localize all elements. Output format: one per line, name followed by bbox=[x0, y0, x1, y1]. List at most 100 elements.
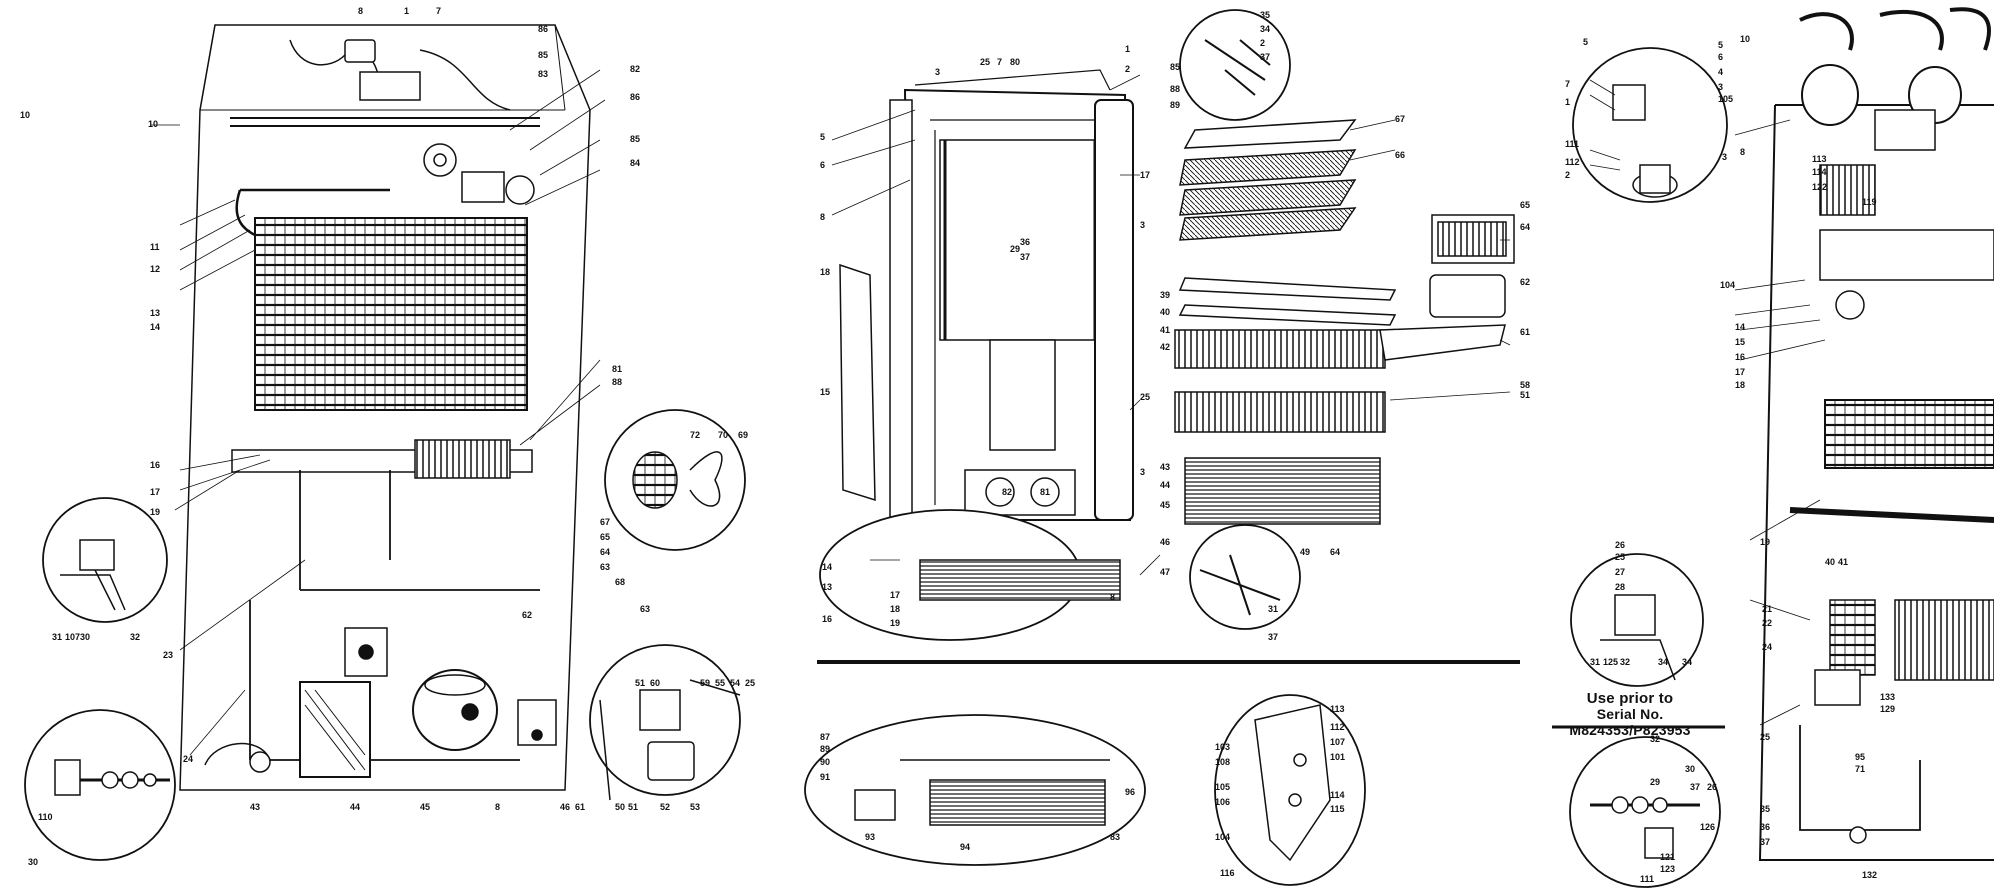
svg-text:85: 85 bbox=[1170, 62, 1180, 72]
svg-text:19: 19 bbox=[1760, 537, 1770, 547]
svg-text:123: 123 bbox=[1660, 864, 1675, 874]
svg-text:35: 35 bbox=[1260, 10, 1270, 20]
svg-text:34: 34 bbox=[1682, 657, 1692, 667]
svg-text:87: 87 bbox=[820, 732, 830, 742]
svg-text:3: 3 bbox=[1140, 220, 1145, 230]
svg-text:84: 84 bbox=[630, 158, 640, 168]
shelf-3 bbox=[1179, 179, 1357, 216]
svg-text:30: 30 bbox=[28, 857, 38, 867]
svg-text:112: 112 bbox=[1565, 157, 1580, 167]
svg-text:113: 113 bbox=[1812, 154, 1827, 164]
svg-text:3: 3 bbox=[935, 67, 940, 77]
svg-text:8: 8 bbox=[820, 212, 825, 222]
svg-text:2: 2 bbox=[1260, 38, 1265, 48]
svg-text:21: 21 bbox=[1762, 604, 1772, 614]
svg-text:14: 14 bbox=[1735, 322, 1745, 332]
svg-text:103: 103 bbox=[1215, 742, 1230, 752]
svg-text:52: 52 bbox=[660, 802, 670, 812]
svg-text:59: 59 bbox=[700, 678, 710, 688]
svg-text:51: 51 bbox=[635, 678, 645, 688]
svg-text:25: 25 bbox=[745, 678, 755, 688]
crisper-drawer-1 bbox=[1174, 329, 1386, 369]
svg-text:17: 17 bbox=[150, 487, 160, 497]
svg-text:80: 80 bbox=[1010, 57, 1020, 67]
svg-text:3: 3 bbox=[1722, 152, 1727, 162]
svg-text:37: 37 bbox=[1020, 252, 1030, 262]
svg-text:10: 10 bbox=[148, 119, 158, 129]
hinge-detail-circle bbox=[1189, 524, 1301, 630]
svg-text:15: 15 bbox=[820, 387, 830, 397]
rail-2 bbox=[1178, 304, 1397, 326]
left-panel-rear-view bbox=[24, 24, 746, 861]
compressor bbox=[412, 669, 498, 751]
hinge-top-circle bbox=[1179, 9, 1291, 121]
svg-text:8: 8 bbox=[358, 6, 363, 16]
svg-text:10: 10 bbox=[1740, 34, 1750, 44]
side-panel bbox=[839, 263, 876, 502]
svg-text:89: 89 bbox=[1170, 100, 1180, 110]
svg-text:37: 37 bbox=[1260, 52, 1270, 62]
condenser-coil bbox=[254, 217, 528, 411]
svg-text:28: 28 bbox=[1615, 582, 1625, 592]
top-tubing bbox=[230, 117, 540, 127]
svg-text:83: 83 bbox=[1110, 832, 1120, 842]
svg-text:67: 67 bbox=[1395, 114, 1405, 124]
svg-text:40: 40 bbox=[1825, 557, 1835, 567]
svg-text:37: 37 bbox=[1690, 782, 1700, 792]
svg-text:32: 32 bbox=[1650, 734, 1660, 744]
svg-text:18: 18 bbox=[1735, 380, 1745, 390]
svg-text:90: 90 bbox=[820, 757, 830, 767]
svg-text:12: 12 bbox=[150, 264, 160, 274]
svg-text:15: 15 bbox=[1735, 337, 1745, 347]
svg-text:122: 122 bbox=[1812, 182, 1827, 192]
svg-text:5: 5 bbox=[820, 132, 825, 142]
svg-text:63: 63 bbox=[640, 604, 650, 614]
svg-text:22: 22 bbox=[1762, 618, 1772, 628]
svg-text:23: 23 bbox=[163, 650, 173, 660]
rail-1 bbox=[1178, 277, 1397, 301]
svg-text:5: 5 bbox=[1583, 37, 1588, 47]
svg-text:46: 46 bbox=[1160, 537, 1170, 547]
detail-top-circle-right bbox=[1572, 47, 1728, 203]
svg-text:51: 51 bbox=[628, 802, 638, 812]
svg-text:17: 17 bbox=[890, 590, 900, 600]
svg-text:50: 50 bbox=[615, 802, 625, 812]
svg-text:7: 7 bbox=[997, 57, 1002, 67]
svg-text:96: 96 bbox=[1125, 787, 1135, 797]
svg-text:14: 14 bbox=[822, 562, 832, 572]
svg-text:27: 27 bbox=[1615, 567, 1625, 577]
svg-text:81: 81 bbox=[612, 364, 622, 374]
svg-text:101: 101 bbox=[1330, 752, 1345, 762]
svg-text:71: 71 bbox=[1855, 764, 1865, 774]
svg-text:47: 47 bbox=[1160, 567, 1170, 577]
svg-text:112: 112 bbox=[1330, 722, 1345, 732]
svg-text:25: 25 bbox=[980, 57, 990, 67]
svg-text:19: 19 bbox=[890, 618, 900, 628]
svg-text:25: 25 bbox=[1140, 392, 1150, 402]
svg-text:16: 16 bbox=[822, 614, 832, 624]
svg-text:62: 62 bbox=[1520, 277, 1530, 287]
right-panel-rear-view bbox=[1552, 7, 1994, 888]
svg-text:88: 88 bbox=[612, 377, 622, 387]
svg-text:3: 3 bbox=[1140, 467, 1145, 477]
svg-text:82: 82 bbox=[1002, 487, 1012, 497]
serial-note-line1: Use prior to bbox=[1586, 690, 1674, 707]
svg-text:104: 104 bbox=[1215, 832, 1230, 842]
svg-text:111: 111 bbox=[1640, 874, 1654, 884]
svg-text:17: 17 bbox=[1140, 170, 1150, 180]
svg-text:5: 5 bbox=[1718, 40, 1723, 50]
svg-text:35: 35 bbox=[1760, 804, 1770, 814]
shelf-1 bbox=[1183, 119, 1357, 149]
svg-text:129: 129 bbox=[1880, 704, 1895, 714]
compressor-right-1 bbox=[1801, 64, 1859, 126]
svg-text:115: 115 bbox=[1330, 804, 1345, 814]
top-coils bbox=[1799, 7, 1991, 51]
svg-text:1: 1 bbox=[1125, 44, 1130, 54]
door-left bbox=[889, 99, 913, 521]
svg-text:94: 94 bbox=[960, 842, 970, 852]
serial-note-line2: Serial No. M824353/P823953 bbox=[1569, 706, 1691, 738]
svg-text:88: 88 bbox=[1170, 84, 1180, 94]
svg-text:30: 30 bbox=[80, 632, 90, 642]
